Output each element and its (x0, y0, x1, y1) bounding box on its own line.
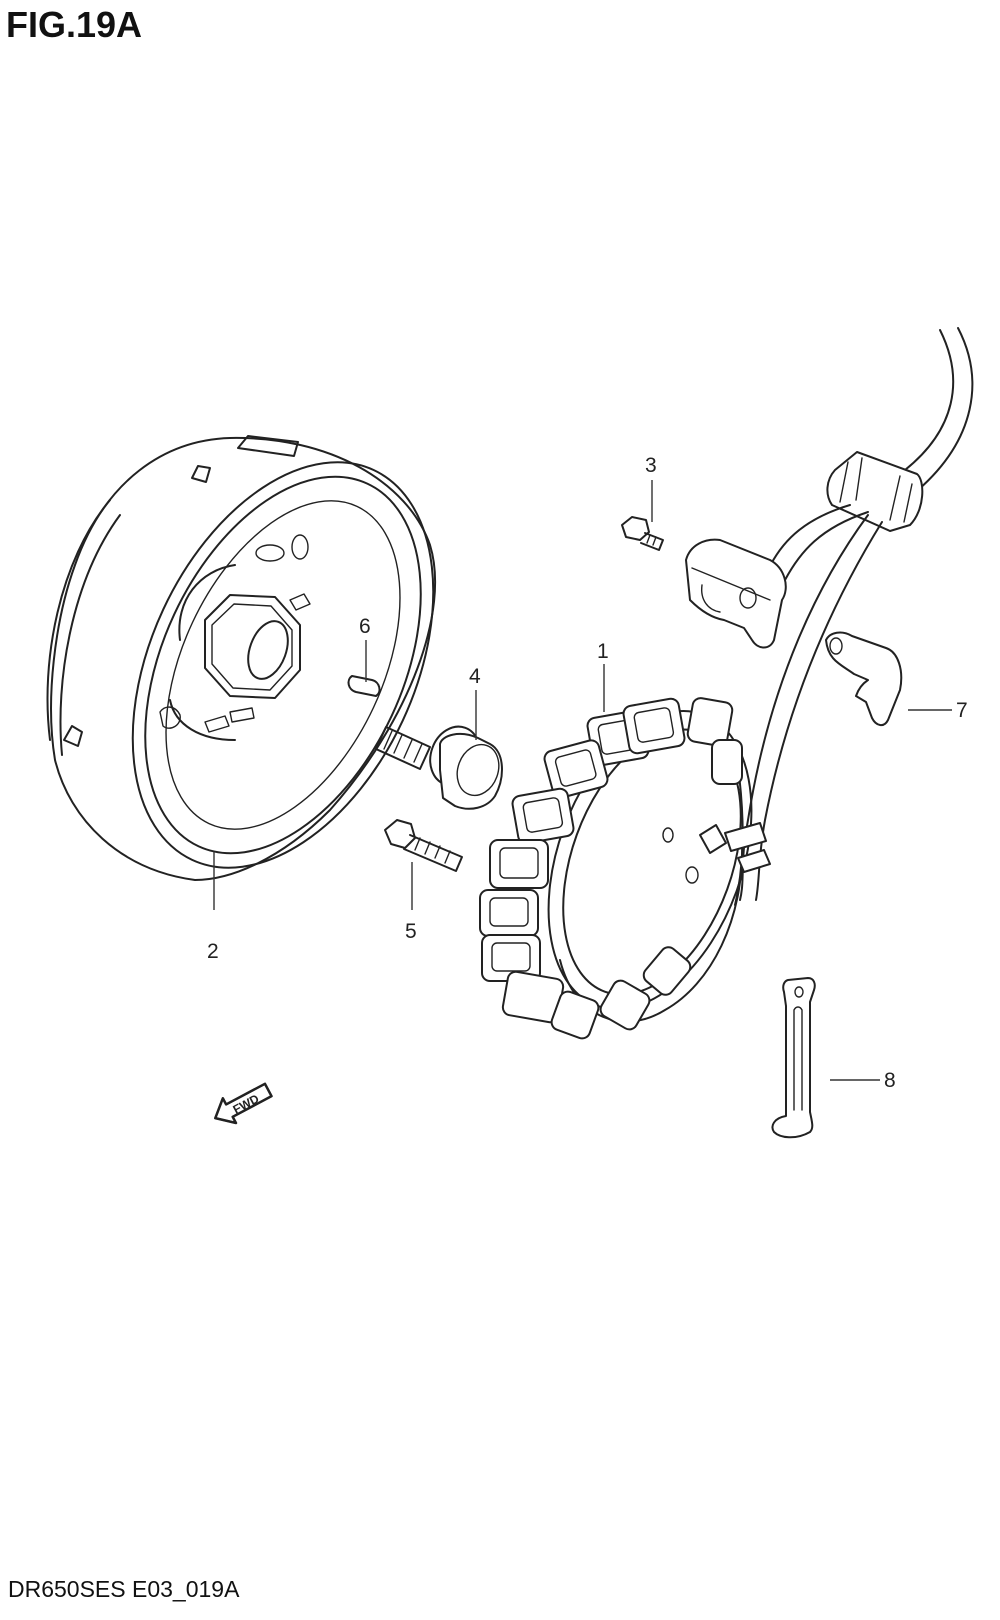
fwd-direction-marker: FWD (214, 1082, 273, 1125)
leader-lines (213, 480, 952, 1081)
woodruff-key (347, 675, 381, 697)
callout-7: 7 (956, 699, 968, 722)
clamp-screw (621, 516, 664, 551)
callout-6: 6 (359, 615, 371, 638)
callout-4: 4 (469, 665, 481, 688)
callout-8: 8 (884, 1069, 896, 1092)
flywheel-rotor (46, 435, 437, 881)
wire-clamp (825, 631, 903, 726)
figure-title: FIG.19A (6, 4, 143, 45)
wiring-harness (724, 327, 974, 901)
cable-strap (771, 977, 816, 1139)
callout-2: 2 (207, 940, 219, 963)
pickup-coil (685, 538, 787, 649)
callout-3: 3 (645, 454, 657, 477)
drawing-code: DR650SES E03_019A (8, 1576, 240, 1602)
stator-coil (479, 697, 753, 1040)
stator-screw (384, 819, 463, 872)
callout-5: 5 (405, 920, 417, 943)
flywheel-bolt (375, 725, 503, 810)
callout-1: 1 (597, 640, 609, 663)
